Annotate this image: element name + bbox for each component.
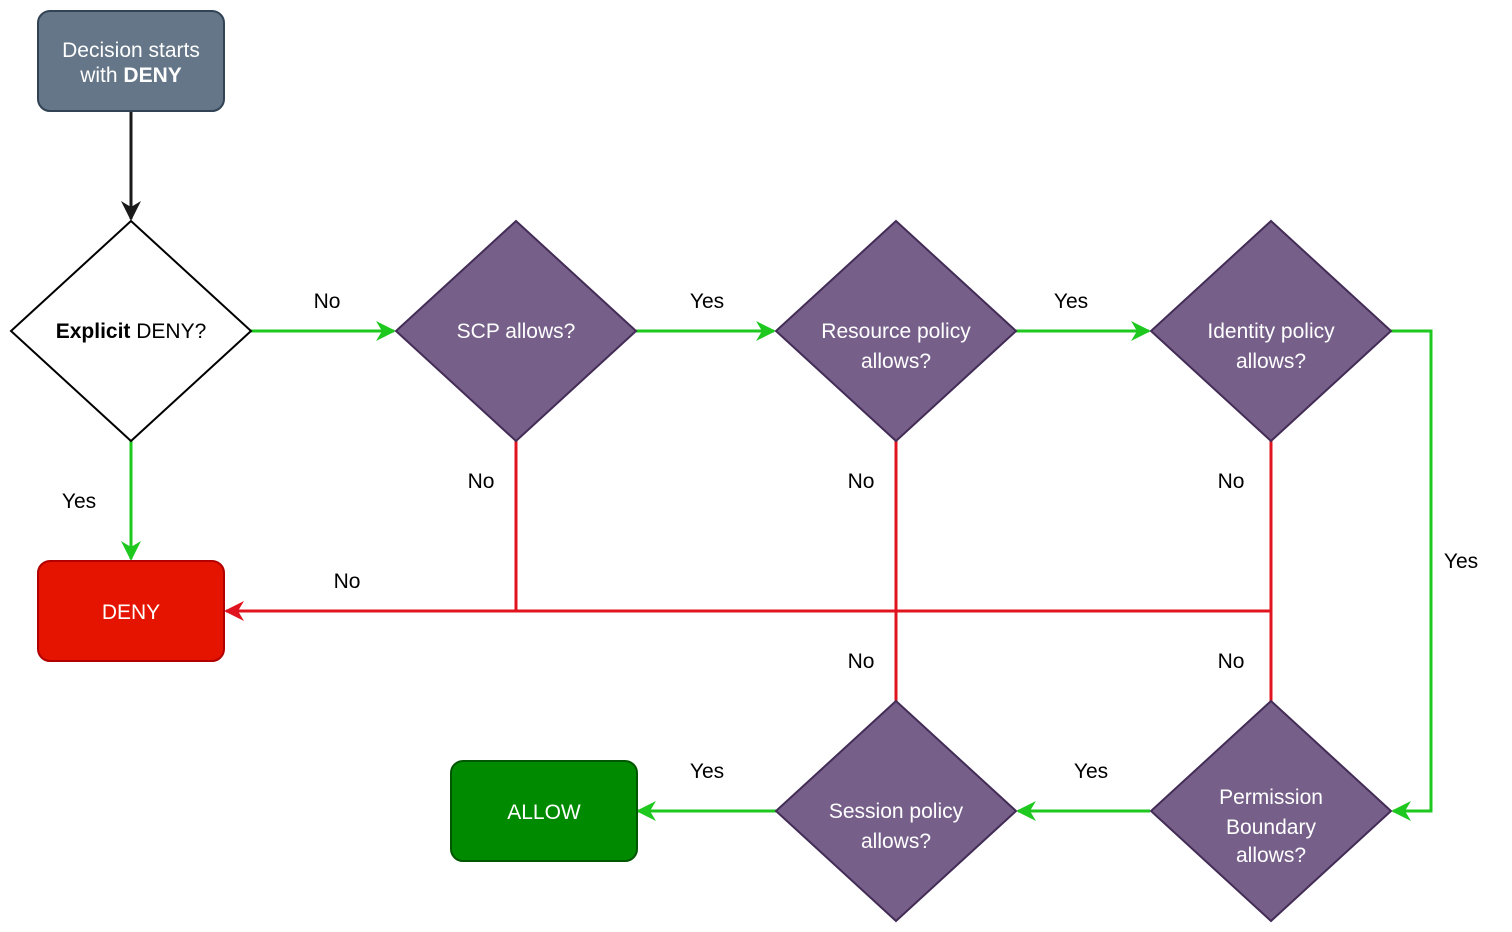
deny-node: DENY: [37, 560, 225, 662]
resource-policy-decision: Resource policy allows?: [774, 219, 1018, 443]
allow-node: ALLOW: [450, 760, 638, 862]
label-boundary-yes: Yes: [1074, 760, 1108, 783]
label-scp-yes: Yes: [690, 290, 724, 313]
label-identity-yes: Yes: [1444, 550, 1478, 573]
allow-node-label: ALLOW: [507, 801, 581, 824]
permission-boundary-label-line2: Boundary: [1226, 816, 1316, 839]
session-policy-label-line1: Session policy: [829, 800, 964, 823]
identity-policy-decision: Identity policy allows?: [1149, 219, 1393, 443]
start-node-label-deny: DENY: [123, 64, 181, 87]
resource-policy-label-line1: Resource policy: [821, 320, 971, 343]
label-session-no: No: [848, 650, 875, 673]
scp-decision: SCP allows?: [394, 219, 638, 443]
deny-node-label: DENY: [102, 601, 160, 624]
label-explicit-deny-yes: Yes: [62, 490, 96, 513]
label-resource-no: No: [848, 470, 875, 493]
permission-boundary-decision: Permission Boundary allows?: [1149, 699, 1393, 923]
label-boundary-no: No: [1218, 650, 1245, 673]
identity-policy-label-line1: Identity policy: [1207, 320, 1335, 343]
label-scp-no: No: [468, 470, 495, 493]
explicit-deny-label: Explicit DENY?: [56, 320, 207, 343]
session-policy-label-line2: allows?: [861, 830, 931, 853]
explicit-deny-label-rest: DENY?: [130, 320, 206, 343]
start-node-label-line1: Decision starts: [62, 39, 200, 62]
permission-boundary-label-line1: Permission: [1219, 786, 1323, 809]
start-node: Decision starts with DENY: [37, 10, 225, 112]
nodes: Decision starts with DENY Explicit DENY?…: [9, 10, 1393, 923]
edge-labels: No Yes Yes Yes No No No Yes No No No Yes…: [62, 290, 1478, 783]
label-explicit-deny-no: No: [314, 290, 341, 313]
edges: [121, 112, 1433, 821]
label-deny-bus-no: No: [334, 570, 361, 593]
permission-boundary-label-line3: allows?: [1236, 844, 1306, 867]
explicit-deny-label-bold: Explicit: [56, 320, 131, 343]
start-node-label-line2: with DENY: [79, 64, 182, 87]
session-policy-decision: Session policy allows?: [774, 699, 1018, 923]
scp-decision-label: SCP allows?: [457, 320, 576, 343]
label-session-yes: Yes: [690, 760, 724, 783]
start-node-label-with: with: [79, 64, 123, 87]
edge-identity-yes-to-boundary: [1391, 329, 1433, 821]
resource-policy-label-line2: allows?: [861, 350, 931, 373]
explicit-deny-decision: Explicit DENY?: [9, 219, 253, 443]
identity-policy-label-line2: allows?: [1236, 350, 1306, 373]
label-resource-yes: Yes: [1054, 290, 1088, 313]
label-identity-no: No: [1218, 470, 1245, 493]
